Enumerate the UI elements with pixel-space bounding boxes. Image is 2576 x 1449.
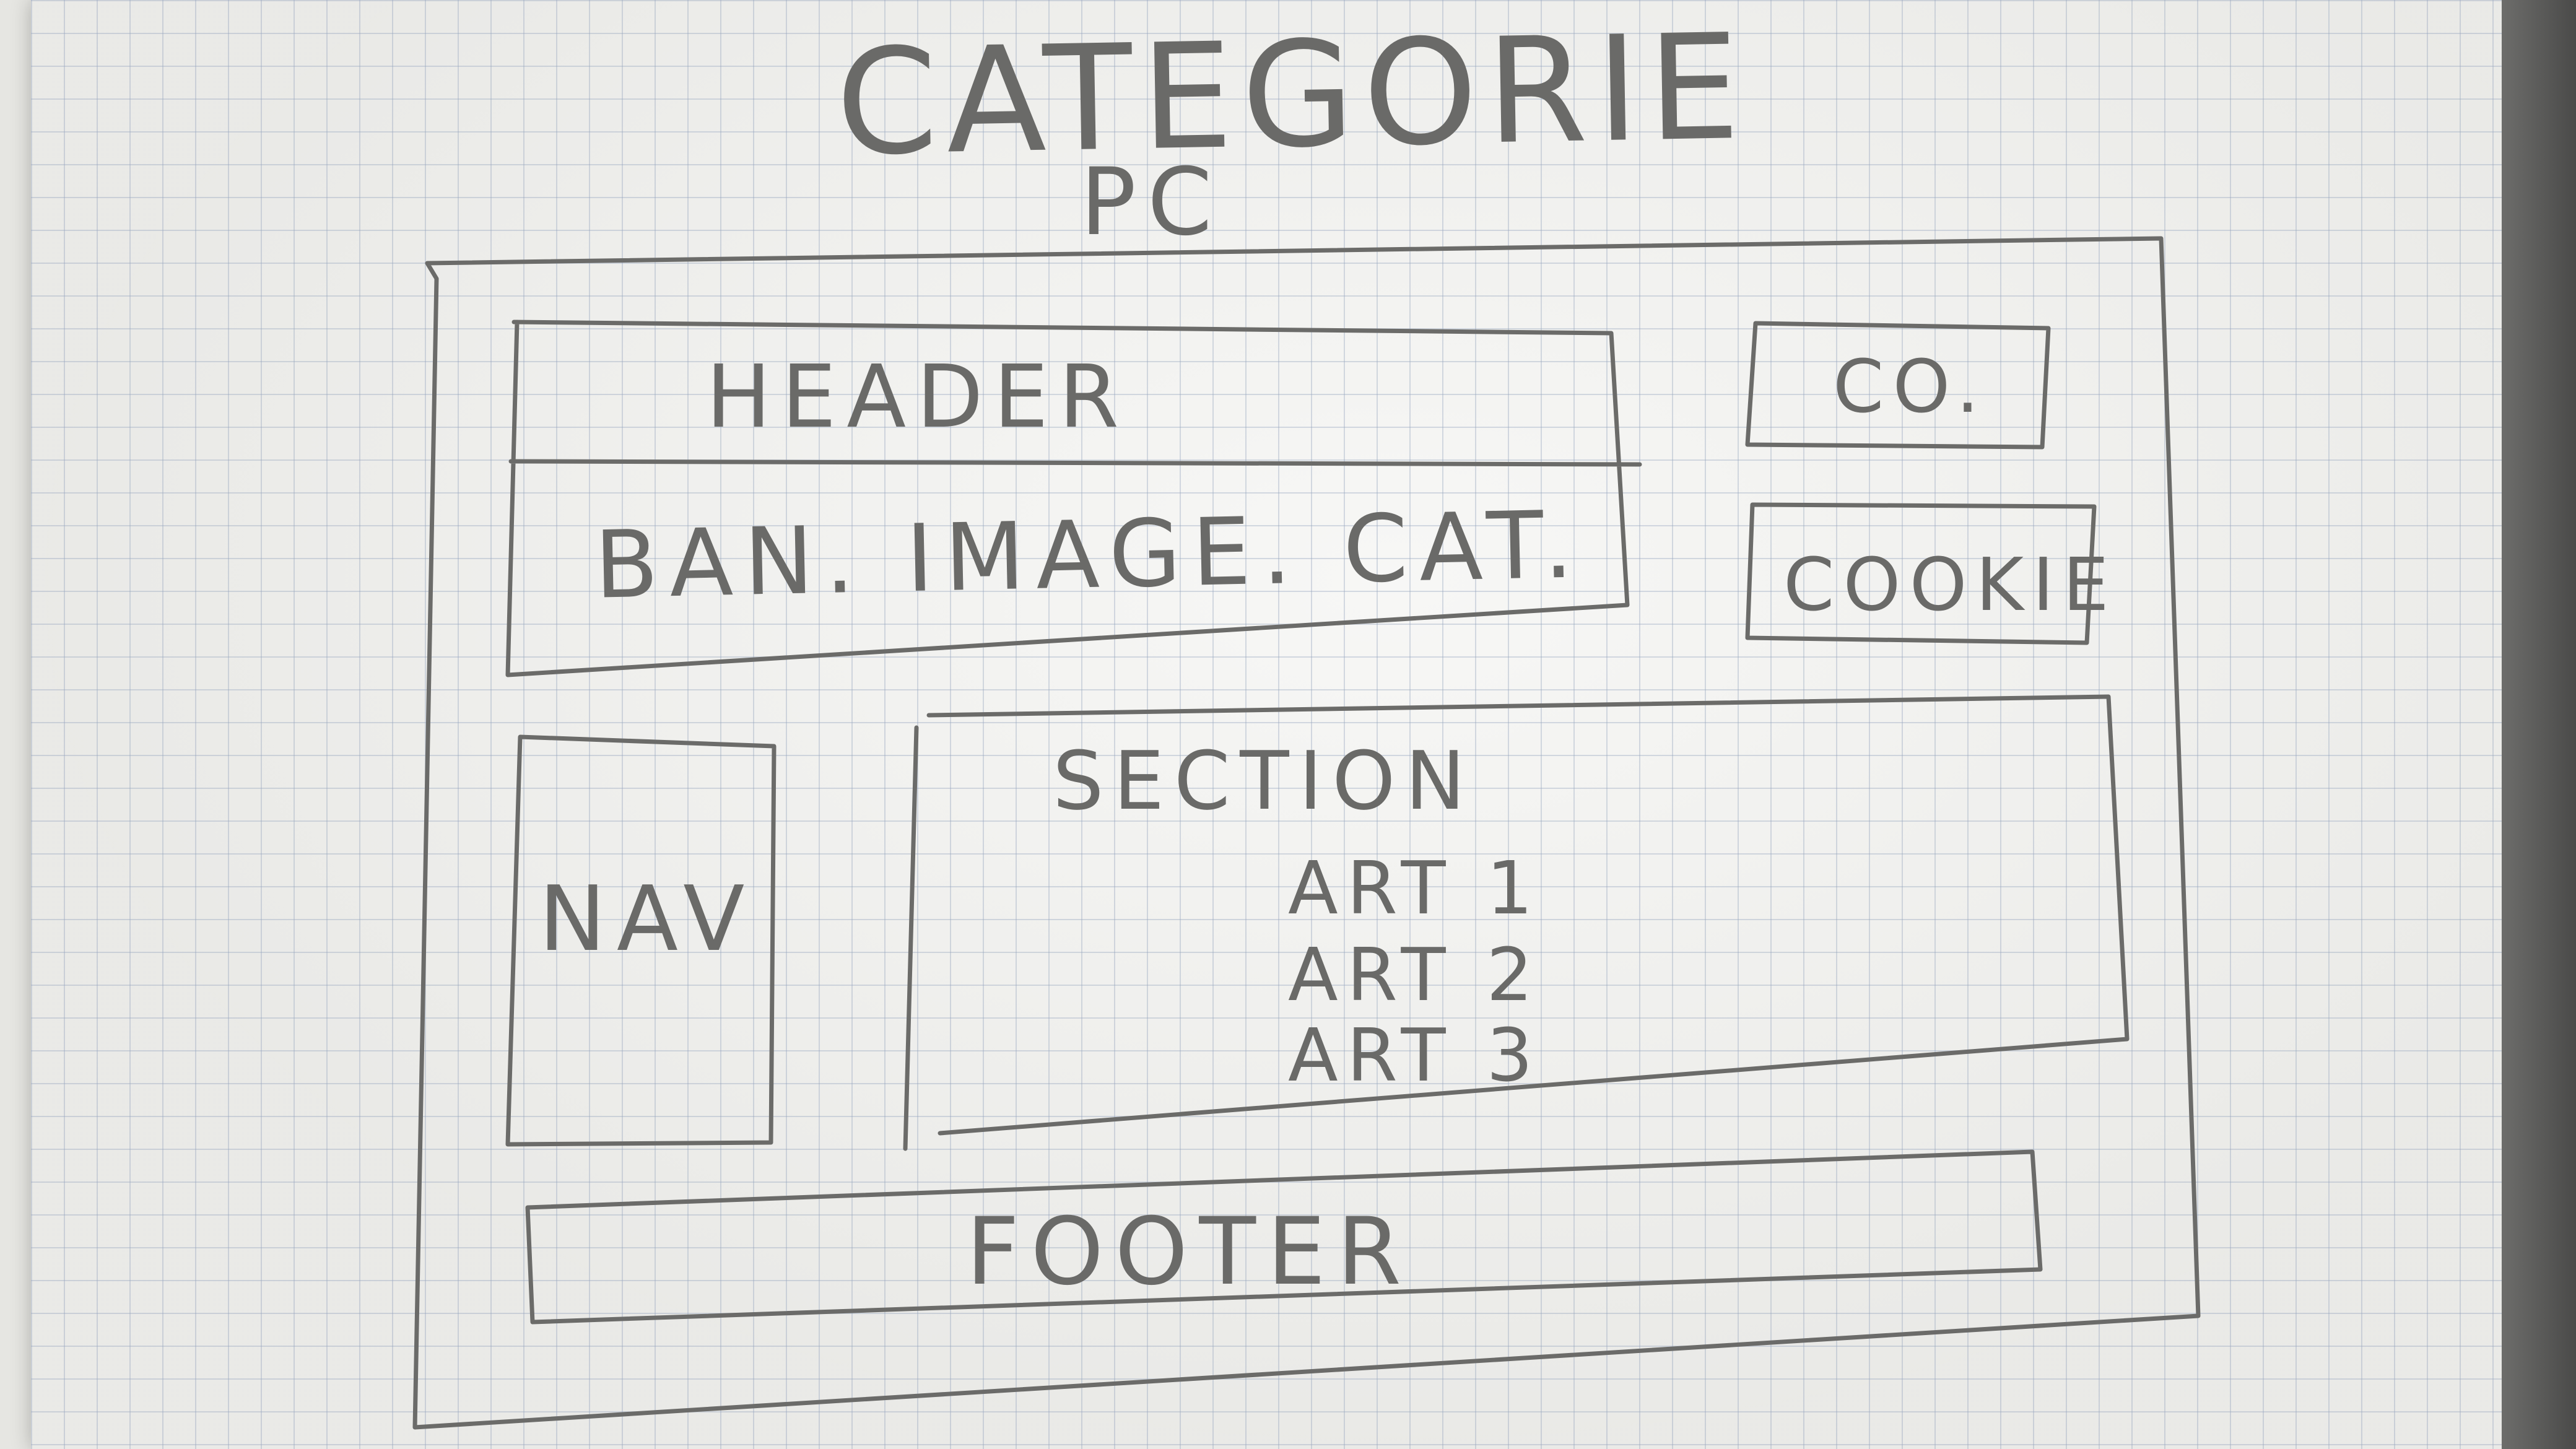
header-banner-box (505, 320, 1642, 677)
banner-label: BAN. IMAGE. CAT. (593, 491, 1585, 620)
footer-label: FOOTER (966, 1198, 1413, 1306)
nav-label: NAV (539, 867, 755, 972)
connection-box (1745, 321, 2051, 450)
section-label: SECTION (1053, 734, 1475, 828)
article-2-label: ART 2 (1288, 932, 1542, 1017)
desk-edge (2502, 0, 2576, 1449)
footer-box (525, 1149, 2043, 1325)
nav-box (505, 734, 777, 1147)
section-box (903, 694, 2130, 1151)
header-label: HEADER (706, 347, 1129, 448)
cookie-box (1745, 502, 2097, 645)
cookie-label: COOKIE (1783, 542, 2118, 627)
article-1-label: ART 1 (1288, 845, 1542, 931)
diagram-subtitle: PC (1080, 149, 1224, 256)
connection-label: CO. (1833, 344, 1988, 429)
article-3-label: ART 3 (1288, 1012, 1542, 1098)
page-outline (412, 236, 2201, 1430)
